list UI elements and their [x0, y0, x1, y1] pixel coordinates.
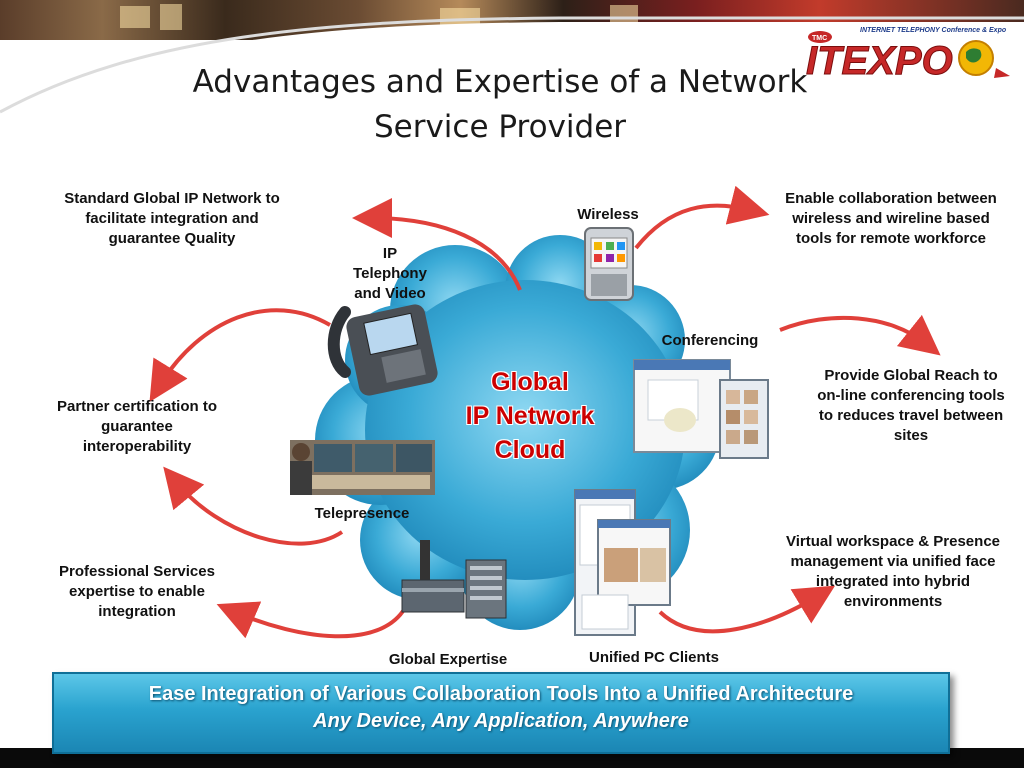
callout-line: guarantee: [101, 418, 173, 435]
ip-telephony-label-line2: Telephony: [353, 265, 427, 282]
telepresence-label: Telepresence: [314, 505, 410, 522]
callout-line: sites: [893, 427, 929, 444]
arrow-lower-left: [163, 466, 344, 546]
global-expertise-label: Global Expertise: [388, 651, 508, 668]
ip-telephony-label-line1: IP: [382, 245, 398, 262]
callout-line: Enable collaboration between: [785, 190, 997, 207]
ip-phone-icon: [327, 304, 438, 396]
callout-line: Provide Global Reach to: [824, 367, 998, 384]
callout-line: Virtual workspace & Presence: [786, 533, 1000, 550]
callout-line: tools for remote workforce: [795, 230, 987, 247]
arrow-mid-left: [149, 308, 332, 403]
callout-line: environments: [843, 593, 943, 610]
callout-line: to reduces travel between: [818, 407, 1004, 424]
cloud-label-line1: Global: [491, 368, 569, 396]
footer-banner: Ease Integration of Various Collaboratio…: [52, 672, 950, 754]
logo-tmc-text: TMC: [812, 35, 827, 42]
callout-global-reach: Provide Global Reach to on-line conferen…: [798, 366, 1024, 446]
pc-client-icon: [574, 489, 671, 636]
callout-standard-network: Standard Global IP Network to facilitate…: [40, 189, 304, 249]
arrow-bottom-right: [658, 585, 836, 634]
slide-title: Advantages and Expertise of a Network Se…: [150, 60, 850, 150]
callout-professional-services: Professional Services expertise to enabl…: [36, 562, 238, 622]
wireless-label: Wireless: [577, 206, 639, 223]
cloud-label-line2: IP Network: [465, 402, 595, 430]
callout-line: integration: [98, 603, 176, 620]
footer-headline: Ease Integration of Various Collaboratio…: [148, 683, 854, 705]
callout-line: Partner certification to: [56, 398, 218, 415]
callout-line: management via unified face: [790, 553, 996, 570]
callout-partner-certification: Partner certification to guarantee inter…: [30, 397, 244, 457]
cloud-label-line3: Cloud: [494, 436, 566, 464]
footer-tagline: Any Device, Any Application, Anywhere: [313, 710, 689, 732]
itexpo-logo: INTERNET TELEPHONY Conference & Expo TMC…: [800, 22, 1018, 84]
callout-enable-collaboration: Enable collaboration between wireless an…: [760, 189, 1022, 249]
ip-telephony-label-line3: and Video: [354, 285, 426, 302]
callout-line: Professional Services: [59, 563, 215, 580]
unified-pc-clients-label: Unified PC Clients: [588, 649, 719, 666]
conferencing-icon: [633, 359, 769, 459]
callout-line: Standard Global IP Network to: [64, 190, 280, 207]
title-line-2: Service Provider: [373, 109, 627, 145]
smartphone-icon: [584, 227, 634, 301]
arrow-mid-right: [779, 314, 941, 356]
ip-telephony-label: IP Telephony and Video: [340, 244, 440, 304]
conferencing-label: Conferencing: [661, 332, 759, 349]
callout-line: interoperability: [82, 438, 192, 455]
logo-small-text: INTERNET TELEPHONY Conference & Expo: [860, 27, 1007, 34]
arrow-top-left: [352, 198, 522, 291]
logo-main-text: ITEXPO: [806, 39, 953, 82]
title-line-1: Advantages and Expertise of a Network: [192, 64, 808, 100]
arrow-bottom-left: [216, 601, 407, 639]
callout-line: guarantee Quality: [108, 230, 236, 247]
callout-line: expertise to enable: [69, 583, 205, 600]
callout-line: wireless and wireline based: [792, 210, 990, 227]
arrow-top-right: [634, 185, 770, 250]
network-router-icon: [401, 540, 507, 619]
callout-line: facilitate integration and: [85, 210, 259, 227]
callout-virtual-workspace: Virtual workspace & Presence management …: [762, 532, 1024, 612]
cloud-label: Global IP Network Cloud: [440, 365, 620, 467]
callout-line: on-line conferencing tools: [817, 387, 1005, 404]
header-sweep: [0, 16, 1024, 120]
telepresence-icon: [290, 440, 435, 495]
callout-line: integrated into hybrid: [815, 573, 971, 590]
